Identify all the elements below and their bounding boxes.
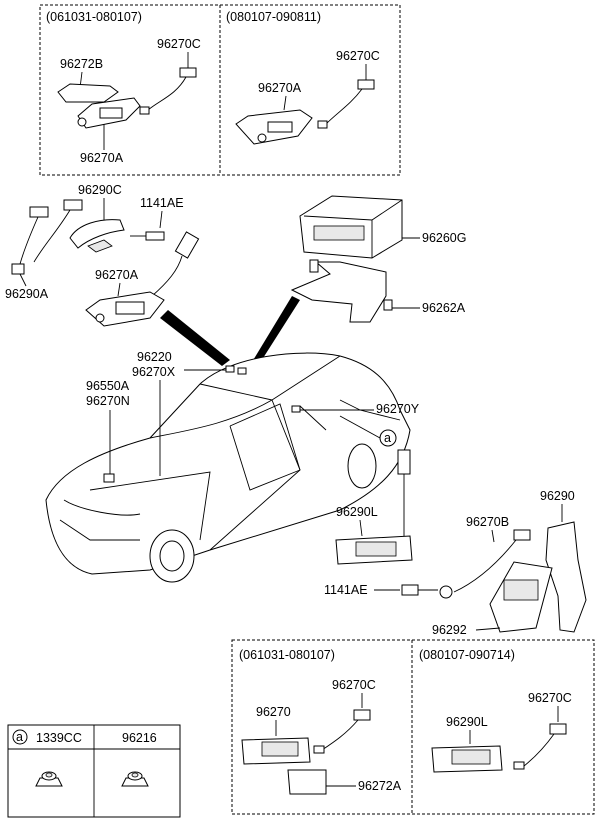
top-variant-box: (061031-080107) (080107-090811) 96270C 9… bbox=[39, 4, 401, 176]
bottom-left-period: (061031-080107) bbox=[239, 648, 335, 662]
fastener-legend-table: a 1339CC 96216 bbox=[7, 724, 181, 818]
label-96270-bottom-left: 96270 bbox=[256, 705, 291, 719]
label-1141AE-bottom: 1141AE bbox=[324, 583, 368, 597]
label-96290A: 96290A bbox=[5, 287, 49, 301]
label-96260G: 96260G bbox=[422, 231, 466, 245]
vehicle-illustration bbox=[45, 352, 411, 583]
nut-icon-96216 bbox=[121, 771, 149, 787]
label-96272A: 96272A bbox=[358, 779, 402, 793]
label-96270C-bottom-left: 96270C bbox=[332, 678, 376, 692]
pointer-wedge-left bbox=[160, 310, 230, 366]
nut-icon-1339CC bbox=[35, 771, 63, 787]
label-96270C-bottom-right: 96270C bbox=[528, 691, 572, 705]
label-96270C-top-right: 96270C bbox=[336, 49, 380, 63]
label-96270X: 96270X bbox=[132, 365, 176, 379]
callout-a-letter: a bbox=[384, 431, 391, 445]
label-96292: 96292 bbox=[432, 623, 467, 637]
label-96220: 96220 bbox=[137, 350, 172, 364]
bottom-right-period: (080107-090714) bbox=[419, 648, 515, 662]
legend-1339CC: 1339CC bbox=[36, 731, 82, 745]
label-96290L-bottom-right: 96290L bbox=[446, 715, 488, 729]
label-96290: 96290 bbox=[540, 489, 575, 503]
label-96272B: 96272B bbox=[60, 57, 103, 71]
legend-marker-a: a bbox=[16, 730, 23, 744]
label-96290C: 96290C bbox=[78, 183, 122, 197]
callout-a-marker bbox=[379, 429, 397, 447]
top-left-period: (061031-080107) bbox=[46, 10, 142, 24]
label-96550A: 96550A bbox=[86, 379, 130, 393]
label-96270B: 96270B bbox=[466, 515, 509, 529]
label-96270Y: 96270Y bbox=[376, 402, 420, 416]
label-96270A-top-left: 96270A bbox=[80, 151, 124, 165]
label-96262A: 96262A bbox=[422, 301, 466, 315]
label-96270A-mid: 96270A bbox=[95, 268, 139, 282]
label-96270N: 96270N bbox=[86, 394, 130, 408]
label-1141AE-top: 1141AE bbox=[140, 196, 184, 210]
upper-parts-group: 96290C 96290A 1141AE 96270A 96260G bbox=[5, 183, 466, 327]
label-96270C-top-left: 96270C bbox=[157, 37, 201, 51]
pointer-wedge-right bbox=[252, 296, 300, 366]
lower-parts-group: 96290L 96270B 1141AE 96290 96292 bbox=[324, 449, 587, 637]
label-96270A-top-right: 96270A bbox=[258, 81, 302, 95]
label-96290L-mid: 96290L bbox=[336, 505, 378, 519]
legend-96216: 96216 bbox=[122, 731, 157, 745]
top-right-period: (080107-090811) bbox=[226, 10, 321, 24]
bottom-variant-box: (061031-080107) (080107-090714) 96270C 9… bbox=[231, 639, 595, 815]
